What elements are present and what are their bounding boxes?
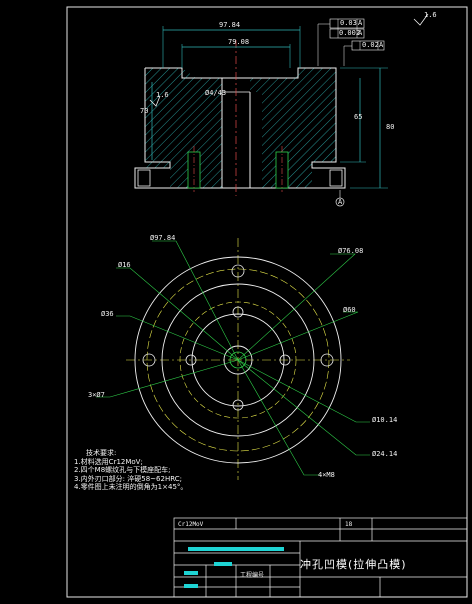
tol-frame-2 [329, 28, 365, 39]
note-item: 3.内外刃口部分: 淬硬58~62HRC; [74, 474, 182, 483]
inner-circle [191, 313, 285, 407]
label-bottom-right: 4×M8 [318, 471, 335, 479]
tol-position-ref: A [379, 41, 384, 49]
roughness-symbol-left [149, 95, 161, 107]
thread-hole-right [320, 353, 334, 367]
material-label: Cr12MoV [178, 521, 204, 528]
plan-view [96, 238, 370, 480]
outer-circle [134, 256, 342, 464]
label-right-a: Ø60 [343, 306, 356, 314]
quantity-label: 18 [345, 521, 353, 528]
roughness-symbol-corner [413, 13, 429, 26]
bore-inner [229, 351, 247, 369]
section-hatch-right [250, 68, 336, 188]
bore-outer [223, 345, 253, 375]
tol-frame-3 [351, 40, 385, 51]
label-left-a: Ø16 [118, 261, 131, 269]
mid-circle [161, 283, 315, 437]
section-hatch [145, 68, 222, 188]
notes-heading: 技术要求: [86, 449, 117, 457]
roughness-corner-value: 1.6 [424, 11, 437, 19]
title-block-bar-4 [184, 584, 198, 588]
tol-flatness-ref: A [358, 19, 363, 27]
tol-position-value: 0.02 [362, 41, 379, 49]
pin-pcd-circle [179, 301, 297, 419]
pin-hole-bottom [232, 399, 244, 411]
title-block-bar-1 [188, 547, 284, 551]
pin-hole-left [185, 354, 197, 366]
tol-perp-value: 0.002 [339, 29, 361, 37]
note-item: 4.零件图上未注明的倒角为1×45°。 [74, 483, 188, 492]
note-item: 2.四个M8螺纹孔与下模座配车; [74, 466, 171, 475]
title-block [173, 517, 468, 598]
drawing-title: 冲孔凹模(拉伸凸模) [300, 558, 407, 571]
cell-label: 工程编号 [240, 572, 265, 579]
label-left-c: 3×Ø7 [88, 391, 105, 399]
tol-perp-ref: A [358, 29, 363, 37]
dim-outer-diameter: 97.84 [219, 21, 241, 29]
label-right-b: Ø10.14 [372, 416, 398, 424]
title-block-bar-3 [184, 571, 198, 575]
pin-hole-top [232, 306, 244, 318]
tol-flatness-value: 0.03 [340, 19, 357, 27]
dim-bore-label: Ø4/43 [205, 89, 227, 97]
thread-hole-left [142, 353, 156, 367]
dim-height-total: 80 [386, 123, 395, 131]
dim-inner-diameter: 79.08 [228, 38, 250, 46]
pin-hole-right [279, 354, 291, 366]
dim-left-height: 70 [140, 107, 149, 115]
dim-height-inner: 65 [354, 113, 363, 121]
thread-pcd-circle [146, 268, 330, 452]
note-item: 1.材料选用Cr12MoV; [74, 457, 143, 466]
thread-hole-top [231, 264, 245, 278]
section-view [134, 13, 429, 207]
datum-symbol [335, 197, 345, 207]
tol-frame-1 [329, 18, 365, 29]
label-top-right: Ø76.08 [338, 247, 364, 255]
label-top-left: Ø97.84 [150, 234, 176, 242]
label-left-b: Ø36 [101, 310, 114, 318]
label-right-c: Ø24.14 [372, 450, 398, 458]
title-block-bar-2 [214, 562, 232, 566]
technical-notes: 技术要求: 1.材料选用Cr12MoV; 2.四个M8螺纹孔与下模座配车; 3.… [74, 449, 187, 492]
section-outline [134, 67, 346, 189]
datum-label: A [338, 198, 343, 206]
roughness-left-value: 1.6 [156, 91, 169, 99]
